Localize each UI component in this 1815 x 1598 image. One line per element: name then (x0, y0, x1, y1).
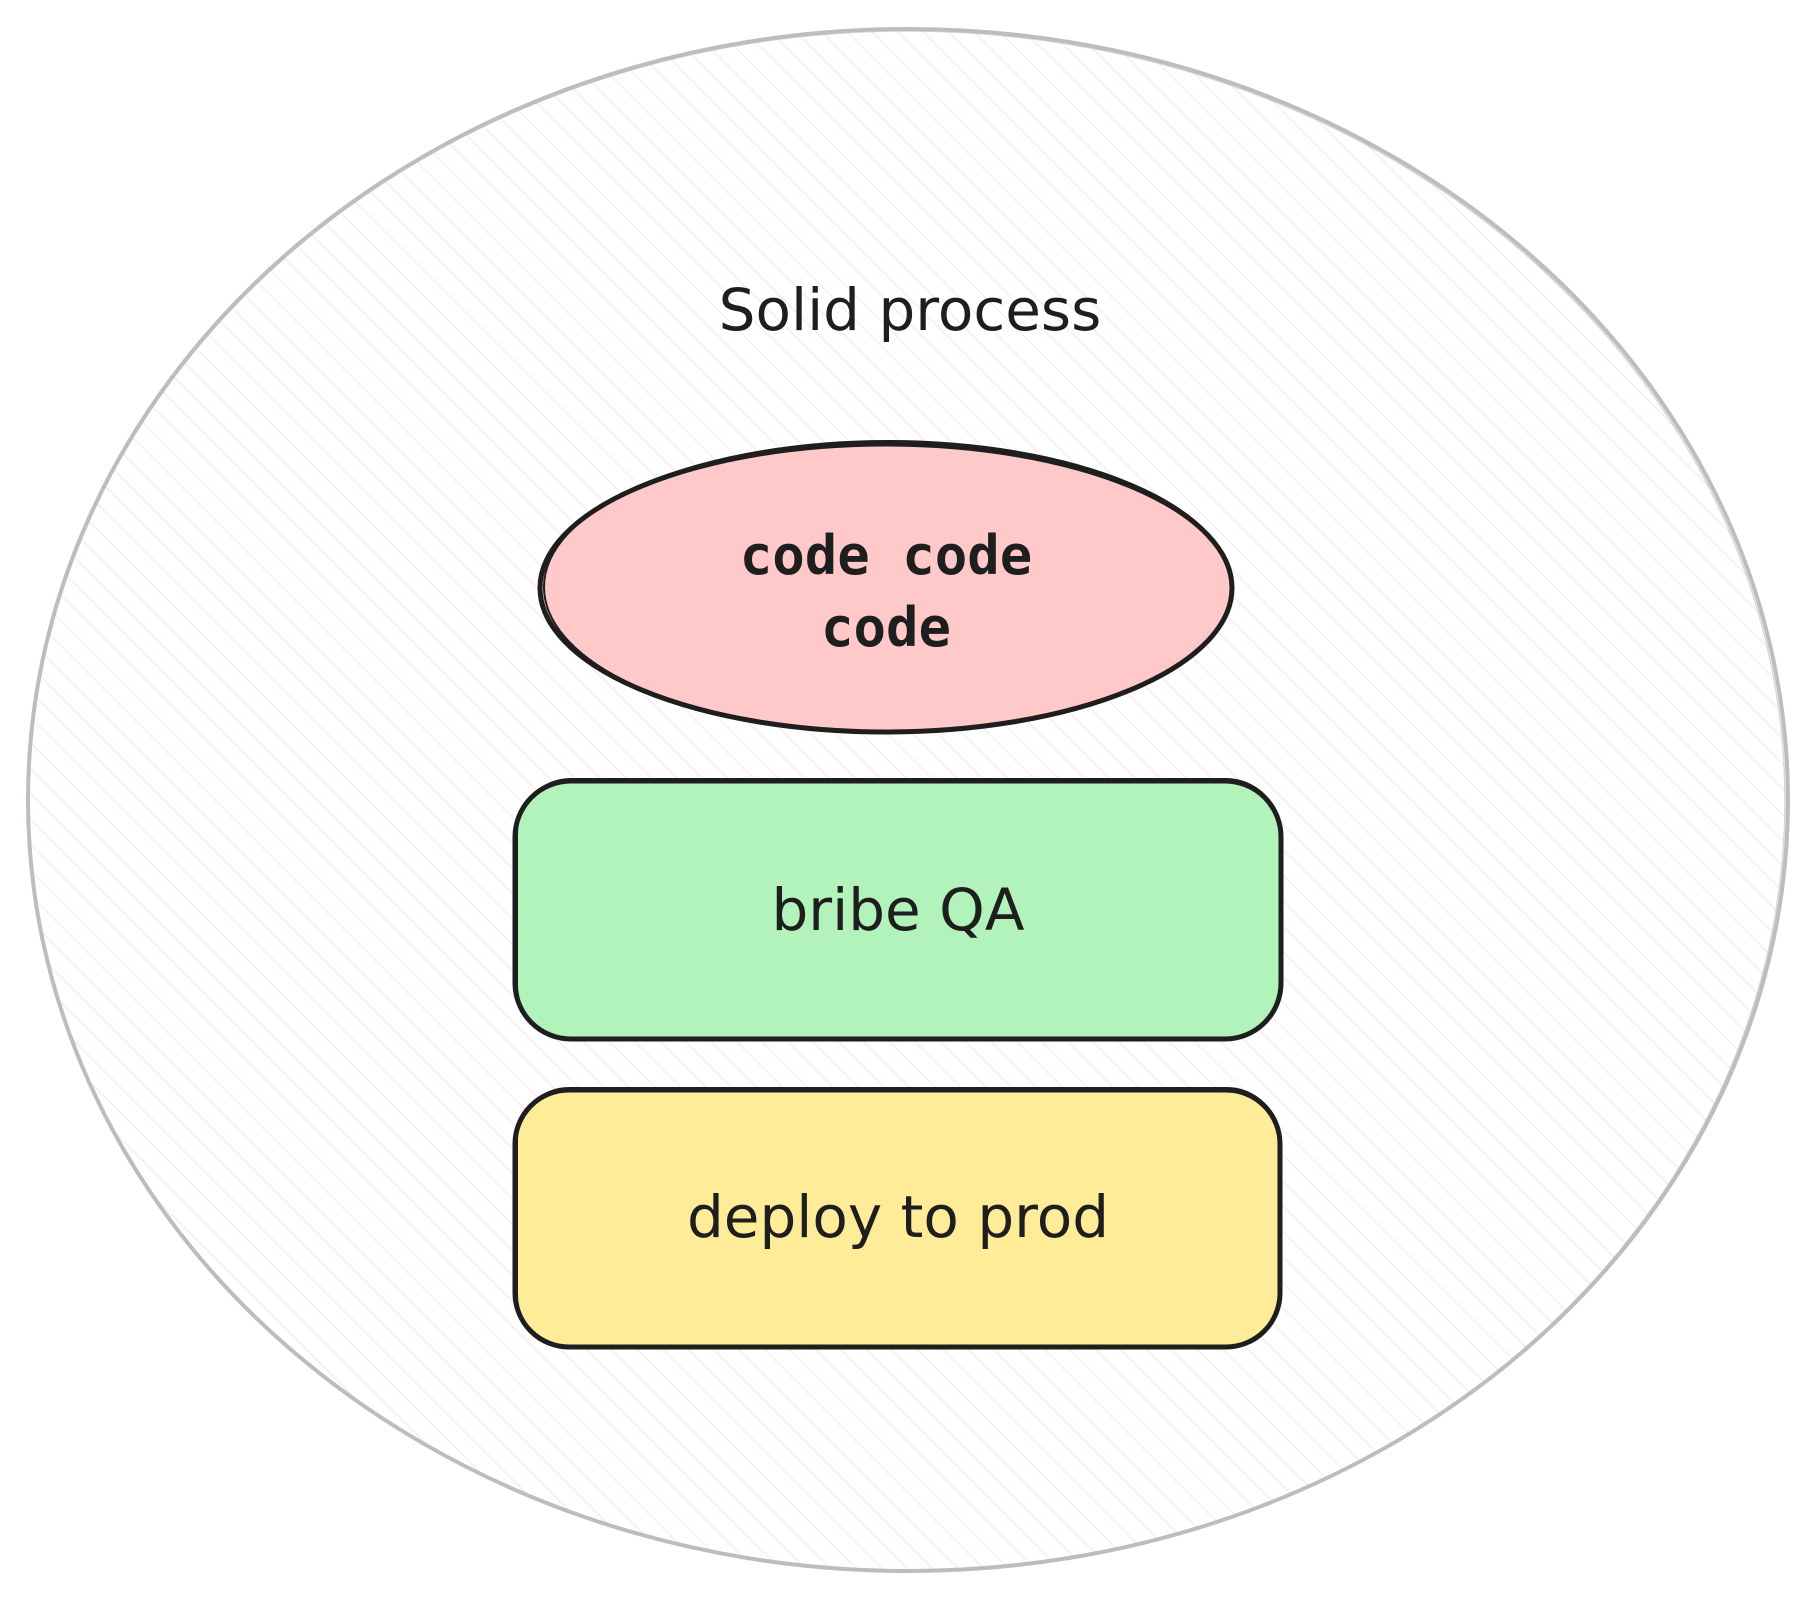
qa-step-label: bribe QA (771, 876, 1024, 944)
deploy-step-box[interactable] (512, 1087, 1283, 1350)
code-step-ellipse[interactable] (537, 440, 1235, 735)
qa-step-box[interactable] (512, 778, 1284, 1042)
deploy-step-label: deploy to prod (687, 1183, 1109, 1251)
code-step-label-line1: code code (740, 524, 1033, 587)
code-step-label-line2: code (821, 596, 951, 659)
diagram-title[interactable]: Solid process (719, 276, 1102, 344)
